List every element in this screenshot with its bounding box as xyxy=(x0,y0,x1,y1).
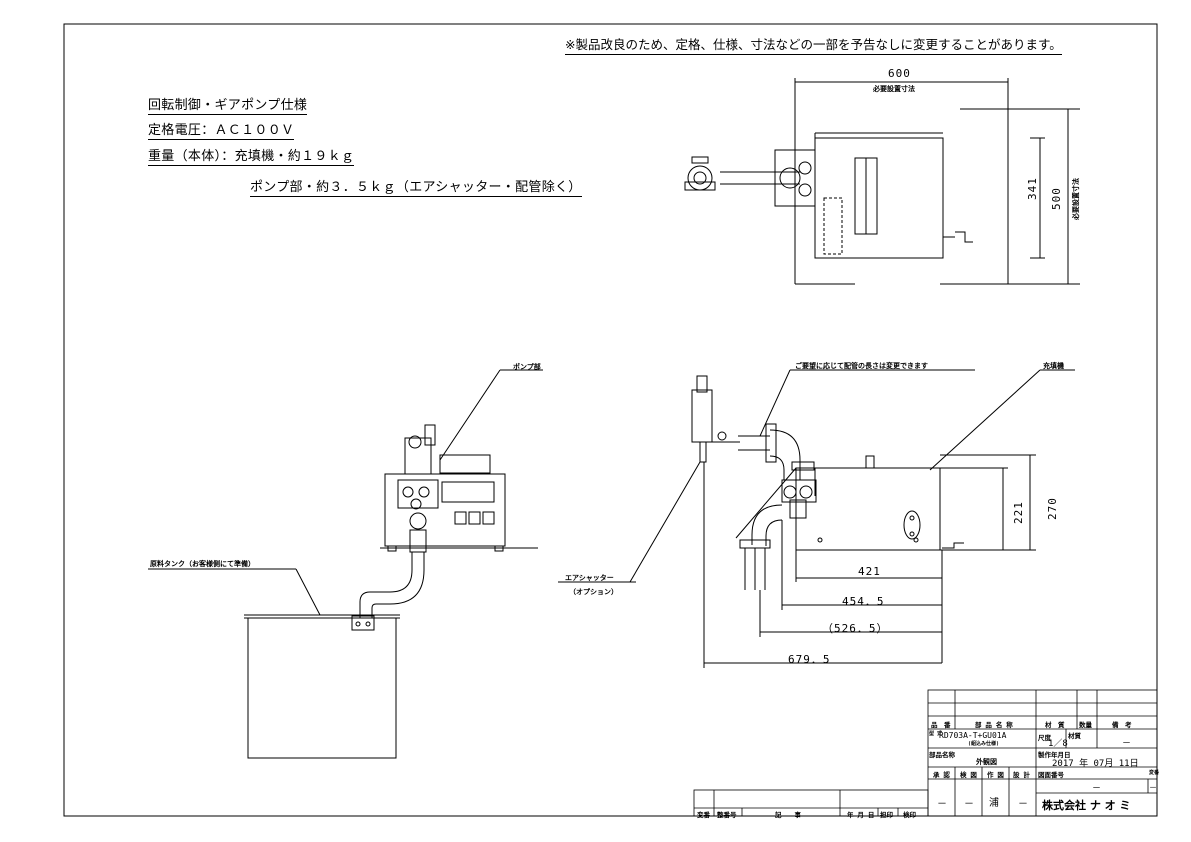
sheet-border xyxy=(63,23,1158,817)
dim-600: 600 xyxy=(888,67,911,80)
tb-scale-label: 尺度 xyxy=(1038,734,1051,742)
dim-454-5: 454．5 xyxy=(842,595,885,608)
tb-h-part-no: 品 番 xyxy=(931,721,951,729)
rev-col-checker: 検印 xyxy=(903,811,916,819)
tb-check-val: － xyxy=(964,799,974,810)
rev-col-date: 年 月 日 xyxy=(847,811,875,819)
tb-company: 株式会社 ナ オ ミ xyxy=(1042,799,1131,812)
tb-design: 設 計 xyxy=(1013,771,1030,779)
shutter-option: （オプション） xyxy=(569,588,618,596)
tb-check: 検 図 xyxy=(960,771,977,779)
shutter-label: エアシャッター xyxy=(565,574,614,582)
tb-material: － xyxy=(1122,739,1132,749)
notice-text: ※製品改良のため、定格、仕様、寸法などの一部を予告なしに変更することがあります。 xyxy=(565,34,1062,55)
tb-date-label: 製作年月日 xyxy=(1038,751,1071,759)
tb-h-remarks: 備 考 xyxy=(1112,721,1132,729)
tb-model-sub: (組込み仕様) xyxy=(968,741,1000,747)
tb-rev-label: 変番 xyxy=(1149,770,1160,776)
dim-600-label: 必要設置寸法 xyxy=(873,85,915,93)
rev-col-rev: 変番 xyxy=(697,811,710,819)
title-block-lines xyxy=(693,689,1158,817)
tb-model-label: 型 式 xyxy=(929,731,943,737)
tb-h-part-name: 部 品 名 称 xyxy=(975,721,1013,729)
tb-approve-val: － xyxy=(937,799,947,810)
tank-label: 原料タンク（お客様側にて準備） xyxy=(150,560,255,568)
spec-line-3: 重量（本体）：充填機・約１９ｋｇ xyxy=(148,145,355,166)
tb-h-material: 材 質 xyxy=(1045,721,1065,729)
tb-material-label: 材質 xyxy=(1068,732,1081,740)
tb-part-name: 外観図 xyxy=(976,758,997,766)
tb-drawing-no-label: 図面番号 xyxy=(1038,771,1064,779)
dim-341: 341 xyxy=(1026,177,1039,200)
side-view xyxy=(558,369,1075,668)
tb-date: 2017 年 07月 11日 xyxy=(1052,759,1139,769)
tb-approve: 承 認 xyxy=(933,771,950,779)
rev-col-desc: 記 事 xyxy=(775,811,801,819)
tb-scale: 1／8 xyxy=(1048,739,1068,749)
dim-270: 270 xyxy=(1046,497,1059,520)
tb-rev: － xyxy=(1149,783,1157,792)
dim-526-5: （526．5） xyxy=(822,622,889,635)
dim-679-5: 679．5 xyxy=(788,653,831,666)
dim-500: 500 xyxy=(1050,187,1063,210)
spec-line-2: 定格電圧：ＡＣ１００Ｖ xyxy=(148,119,295,140)
spec-line-4: ポンプ部・約３．５ｋｇ（エアシャッター・配管除く） xyxy=(250,176,582,197)
dim-500-label: 必要設置寸法 xyxy=(1072,178,1080,220)
spec-line-1: 回転制御・ギアポンプ仕様 xyxy=(148,94,308,115)
top-view xyxy=(684,78,1080,285)
pump-label: ポンプ部 xyxy=(513,363,541,371)
dim-421: 421 xyxy=(858,565,881,578)
tb-design-val: － xyxy=(1018,799,1028,810)
pipe-note: ご要望に応じて配管の長さは変更できます xyxy=(795,362,928,370)
tb-drawing-no: － xyxy=(1092,784,1102,794)
tb-model: RD703A-T+GU01A xyxy=(939,731,1007,740)
front-view xyxy=(148,369,543,759)
rev-col-drawer: 担印 xyxy=(880,811,893,819)
tb-drawn: 作 図 xyxy=(987,771,1004,779)
tb-h-qty: 数量 xyxy=(1079,721,1092,729)
filler-label: 充填機 xyxy=(1043,362,1064,370)
tb-part-name-label: 部品名称 xyxy=(929,751,955,759)
rev-col-number: 整番号 xyxy=(717,811,737,819)
tb-drawn-val: 浦 xyxy=(989,798,999,809)
dim-221: 221 xyxy=(1012,501,1025,524)
